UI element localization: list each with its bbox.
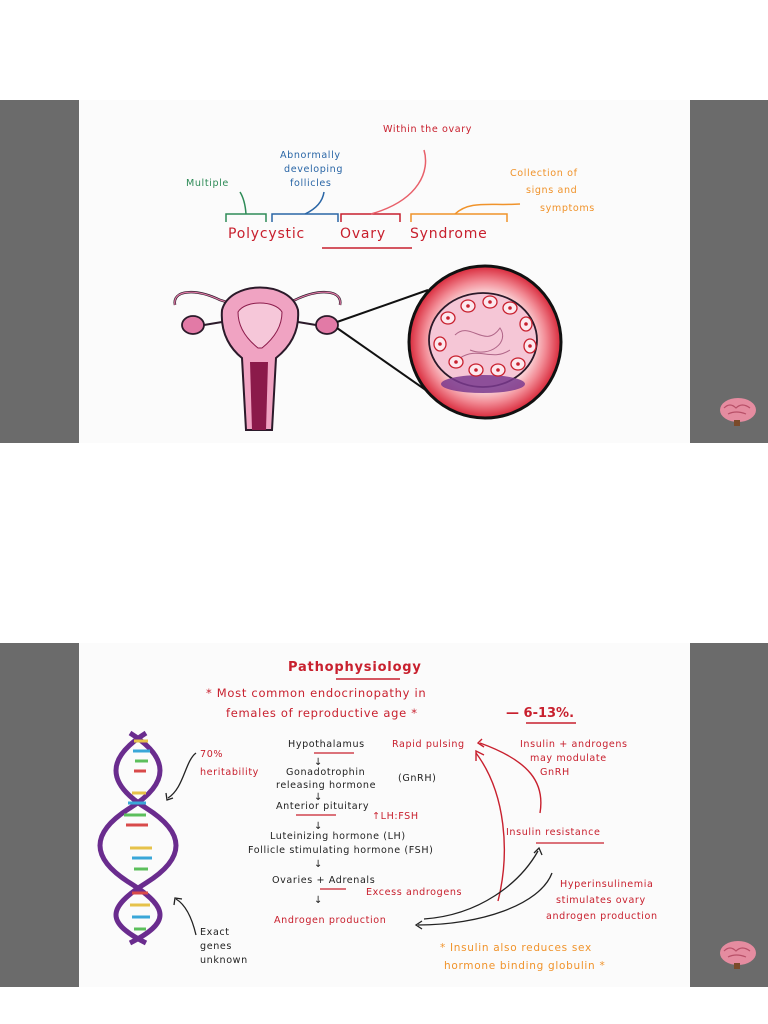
label-within-ovary: Within the ovary [383, 124, 472, 135]
heritability-percent: 70% [200, 749, 223, 760]
label-abnormally-1: Abnormally [280, 150, 341, 161]
lh-line: Luteinizing hormone (LH) [270, 831, 406, 842]
exact-genes-1: Exact [200, 927, 230, 938]
excess-androgens: Excess androgens [366, 887, 462, 898]
label-abnormally-2: developing [284, 164, 343, 175]
insulin-androgens-1: Insulin + androgens [520, 739, 628, 750]
pcos-illustration: Multiple Abnormally developing follicles… [173, 124, 756, 431]
page-title: Pathophysiology [288, 660, 422, 675]
brain-icon [720, 941, 756, 969]
magnified-ovary-icon [407, 264, 563, 420]
label-multiple: Multiple [186, 178, 229, 189]
brain-icon [720, 398, 756, 426]
exact-genes-3: unknown [200, 955, 248, 966]
word-ovary: Ovary [340, 226, 386, 242]
pathophysiology-diagram: Pathophysiology * Most common endocrinop… [97, 660, 756, 972]
slide-pcos-definition: Multiple Abnormally developing follicles… [0, 100, 768, 443]
slide-canvas [79, 643, 690, 987]
insulin-androgens-2: may modulate [530, 753, 607, 764]
slide-pathophysiology: Pathophysiology * Most common endocrinop… [0, 643, 768, 987]
shbg-line1: * Insulin also reduces sex [440, 942, 592, 954]
dna-helix-icon [97, 730, 179, 946]
arrow-3: ↓ [314, 821, 322, 832]
label-abnormally-3: follicles [290, 178, 331, 189]
gnrh-abbr: (GnRH) [398, 773, 436, 784]
androgen-production: Androgen production [274, 915, 386, 926]
rapid-pulsing: Rapid pulsing [392, 739, 465, 750]
arrow-5: ↓ [314, 895, 322, 906]
hyperinsulinemia-3: androgen production [546, 911, 658, 922]
label-collection-2: signs and [526, 185, 577, 196]
hyperinsulinemia-2: stimulates ovary [556, 895, 646, 906]
insulin-androgens-3: GnRH [540, 767, 570, 778]
anterior-pituitary: Anterior pituitary [276, 801, 369, 812]
gnrh-line1: Gonadotrophin [286, 767, 365, 778]
hypothalamus: Hypothalamus [288, 739, 365, 750]
hyperinsulinemia-1: Hyperinsulinemia [560, 879, 653, 890]
arrow-4: ↓ [314, 859, 322, 870]
subtitle-line2: females of reproductive age * [226, 706, 418, 720]
arrow-2: ↓ [314, 792, 322, 803]
lh-fsh-ratio: ↑LH:FSH [372, 811, 419, 822]
slide-canvas [79, 100, 690, 443]
insulin-resistance: Insulin resistance [506, 827, 600, 838]
gnrh-line2: releasing hormone [276, 780, 376, 791]
word-syndrome: Syndrome [410, 226, 488, 242]
shbg-line2: hormone binding globulin * [444, 960, 605, 972]
prevalence-percent: — 6-13%. [506, 706, 574, 721]
exact-genes-2: genes [200, 941, 232, 952]
fsh-line: Follicle stimulating hormone (FSH) [248, 845, 434, 856]
label-collection-1: Collection of [510, 168, 578, 179]
uterus-icon [173, 286, 342, 431]
arrow-1: ↓ [314, 757, 322, 768]
word-polycystic: Polycystic [228, 226, 305, 242]
heritability-label: heritability [200, 767, 259, 778]
subtitle-line1: * Most common endocrinopathy in [206, 686, 426, 700]
ovaries-adrenals: Ovaries + Adrenals [272, 875, 375, 886]
label-collection-3: symptoms [540, 203, 595, 214]
